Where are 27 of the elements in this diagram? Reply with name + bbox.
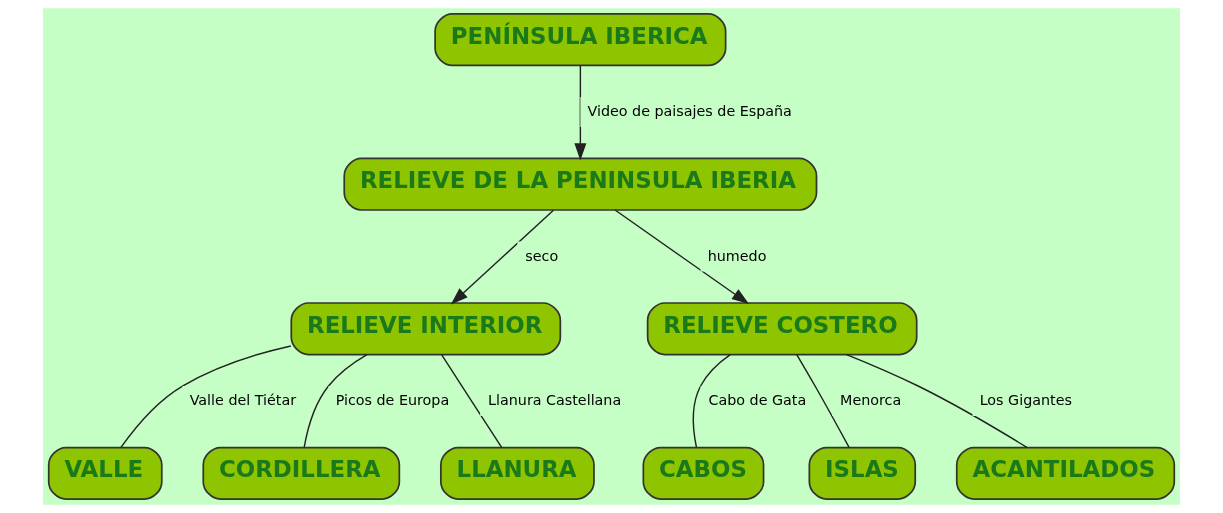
edge-label: Los Gigantes <box>979 392 1072 409</box>
node-box: LLANURA <box>439 446 595 500</box>
connector <box>845 353 1028 449</box>
edge-label: Llanura Castellana <box>488 392 622 409</box>
connector <box>441 354 503 449</box>
connector <box>120 345 292 449</box>
edge-label: Cabo de Gata <box>708 392 807 409</box>
connector <box>303 353 368 449</box>
node-box: CABOS <box>642 446 765 500</box>
node-box: RELIEVE DE LA PENINSULA IBERIA <box>343 157 818 211</box>
connector <box>796 353 850 449</box>
edge-label: Video de paisajes de España <box>587 103 792 120</box>
node-box: ISLAS <box>808 446 917 500</box>
edge-label: seco <box>525 247 559 264</box>
edge-label: Valle del Tiétar <box>189 392 297 409</box>
edge-label: Picos de Europa <box>335 392 450 409</box>
arrow <box>450 209 555 305</box>
node-box: VALLE <box>47 446 163 500</box>
arrow <box>614 209 750 305</box>
node-box: ACANTILADOS <box>955 446 1176 500</box>
edge-label: humedo <box>707 247 767 264</box>
node-box: CORDILLERA <box>202 446 401 500</box>
node-box: RELIEVE COSTERO <box>646 302 918 356</box>
edge-label: Menorca <box>840 392 902 409</box>
connector <box>692 353 731 449</box>
node-box: PENÍNSULA IBERICA <box>434 13 727 67</box>
node-box: RELIEVE INTERIOR <box>290 302 562 356</box>
